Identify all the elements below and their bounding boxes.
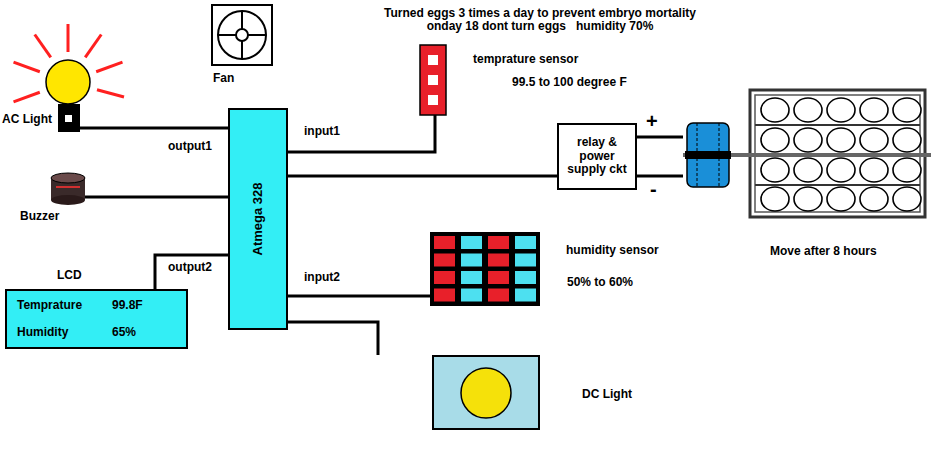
component-node: Buzzer — [48, 172, 88, 206]
wire-label: input2 — [302, 271, 342, 285]
component-node: temprature sensor — [420, 45, 446, 115]
component-icon — [420, 45, 446, 115]
component-label: Atmega 328 — [251, 183, 266, 256]
component-label: Fan — [213, 72, 234, 86]
component-node: DC Light — [432, 355, 540, 430]
component-icon — [434, 357, 542, 432]
note-text: 99.5 to 100 degree F — [510, 76, 629, 90]
wire-label: output2 — [166, 261, 214, 275]
wire — [288, 175, 557, 178]
component-node: Atmega 328 — [228, 108, 288, 330]
wire-label: input1 — [302, 125, 342, 139]
component-icon — [48, 172, 88, 206]
component-label: Move after 8 hours — [770, 245, 877, 259]
wire-label: - — [648, 178, 659, 201]
wire — [288, 322, 378, 355]
component-label: LCD — [57, 269, 82, 283]
component-label: humidity sensor — [566, 244, 659, 258]
component-node: humidity sensor — [430, 232, 540, 306]
component-label: 65% — [112, 326, 136, 340]
component-icon — [683, 85, 935, 265]
note-text: 50% to 60% — [565, 276, 635, 290]
wire — [288, 115, 435, 152]
component-node: relay & power supply ckt — [557, 123, 637, 190]
component-node: Fan — [211, 4, 273, 66]
wire-label: output1 — [166, 140, 214, 154]
component-label: Buzzer — [20, 210, 59, 224]
note-text: Turned eggs 3 times a day to prevent emb… — [382, 7, 698, 21]
component-node: AC Light — [0, 20, 135, 138]
component-label: temprature sensor — [473, 53, 578, 67]
component-label: 99.8F — [112, 299, 143, 313]
component-label: AC Light — [2, 113, 52, 127]
component-label: relay & power supply ckt — [559, 125, 635, 188]
note-text: onday 18 dont turn eggs humidity 70% — [425, 20, 656, 34]
wire — [135, 127, 228, 130]
wire — [288, 295, 430, 298]
component-node: LCDTemprature99.8FHumidity65% — [5, 289, 188, 349]
wire — [155, 255, 228, 289]
wire — [637, 136, 683, 139]
component-label: DC Light — [582, 388, 632, 402]
component-icon — [430, 232, 540, 306]
component-label: Humidity — [17, 326, 68, 340]
wire-label: + — [644, 110, 660, 133]
wire — [88, 196, 228, 199]
component-label: Temprature — [17, 299, 82, 313]
wire — [637, 175, 683, 178]
component-icon — [211, 4, 273, 66]
component-node: Move after 8 hours — [683, 85, 935, 265]
